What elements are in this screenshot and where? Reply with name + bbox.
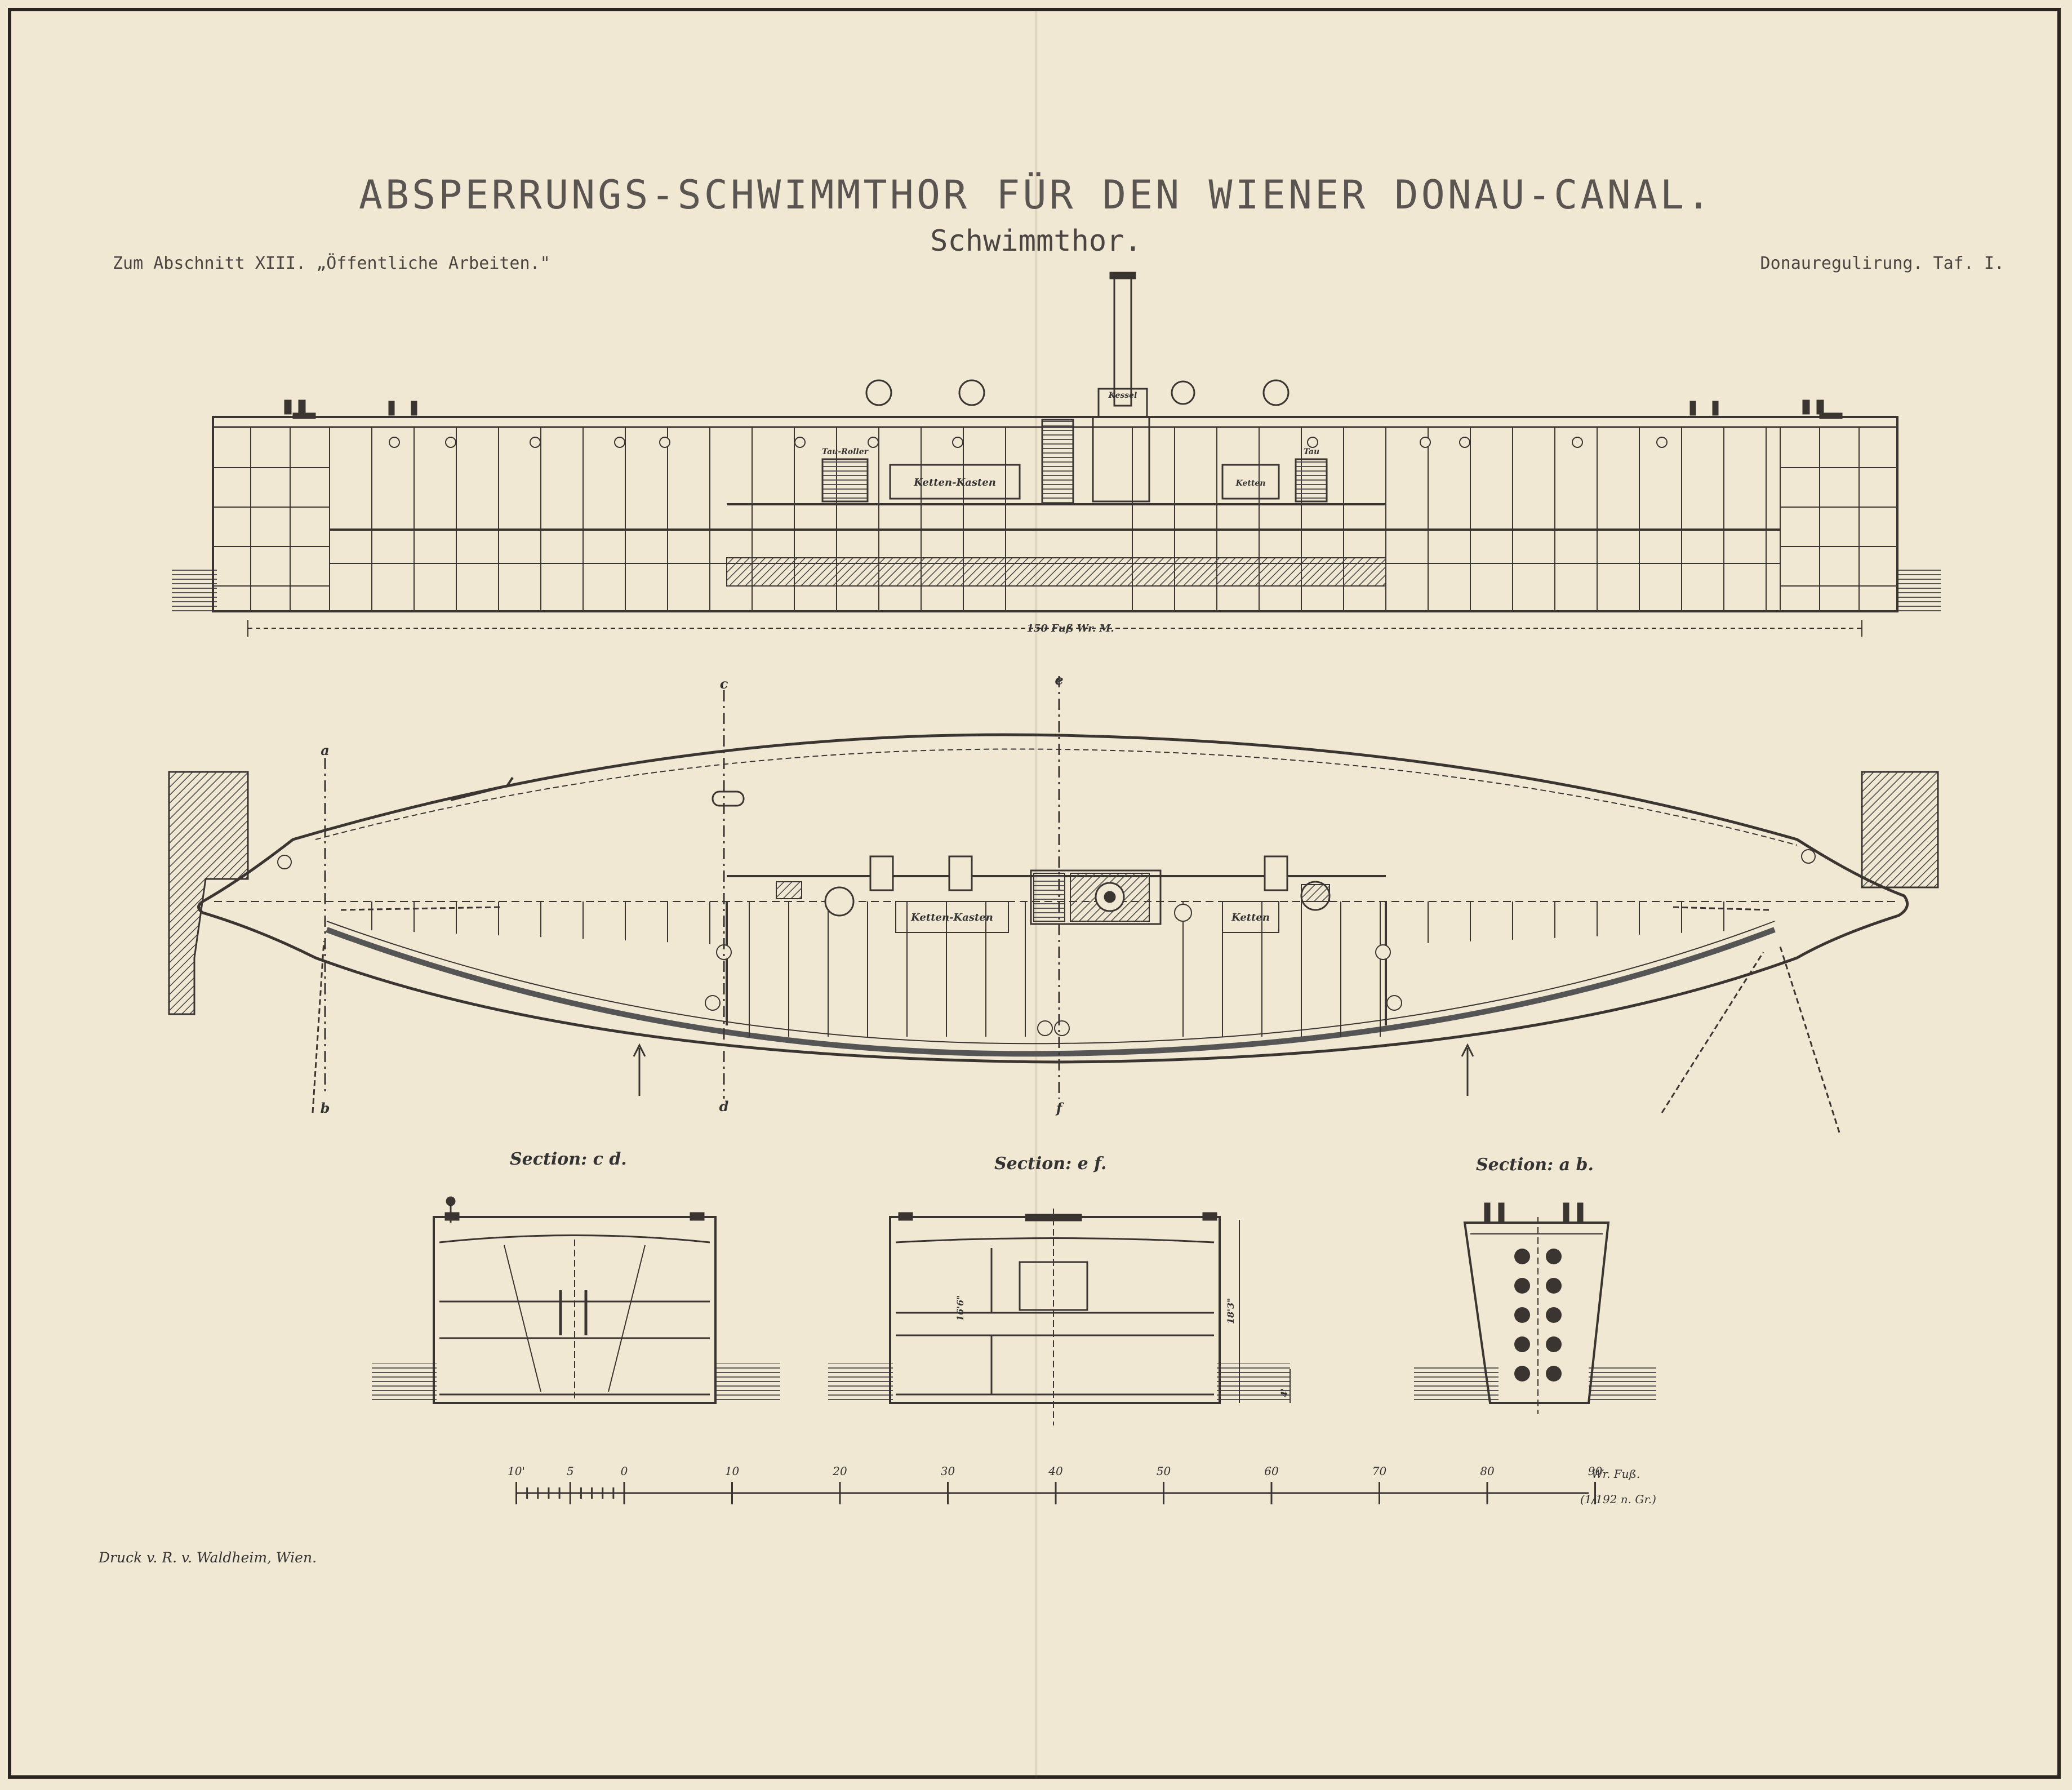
side-elevation: [172, 272, 1941, 637]
scale-unit: Wr. Fuß.: [1591, 1467, 1640, 1481]
winch-plan-2-icon: [948, 855, 973, 891]
scale-tick-label: 10: [725, 1464, 740, 1478]
section-ab: [1414, 1202, 1656, 1414]
plan-view: [168, 676, 1939, 1133]
label-ketten: Ketten: [1235, 479, 1266, 488]
label-ketten-kasten: Ketten-Kasten: [913, 477, 996, 488]
section-cd-title: Section: c d.: [510, 1149, 627, 1169]
chimney: [1113, 275, 1132, 407]
plate-title: ABSPERRUNGS-SCHWIMMTHOR FÜR DEN WIENER D…: [358, 172, 1714, 218]
header-plate-number: Donauregulirung. Taf. I.: [1760, 254, 2004, 273]
scale-tick-label: 50: [1157, 1464, 1171, 1478]
wheel-plan-1-icon: [824, 886, 855, 917]
label-tau-roller: Tau-Roller: [822, 447, 869, 456]
scale-tick-label: 70: [1372, 1464, 1387, 1478]
staircase: [1041, 419, 1074, 505]
cut-letter-e: e: [1055, 672, 1063, 688]
winch-3-icon: [1171, 380, 1195, 405]
scale-tick-label: 0: [621, 1464, 628, 1478]
scale-tick-label: 5: [567, 1464, 574, 1478]
scale-ratio: (1/192 n. Gr.): [1580, 1493, 1656, 1506]
scale-tick-label: 40: [1048, 1464, 1063, 1478]
winch-plan-1-icon: [869, 855, 894, 891]
cut-letter-b: b: [321, 1100, 330, 1116]
section-ef-title: Section: e f.: [994, 1154, 1107, 1174]
printer-credit: Druck v. R. v. Waldheim, Wien.: [99, 1549, 317, 1566]
cut-letter-d: d: [719, 1098, 729, 1114]
winch-plan-3-icon: [1264, 855, 1288, 891]
plate-border: [8, 8, 2061, 1779]
hull-plan-outline: [197, 733, 1909, 1064]
winch-2-icon: [958, 379, 985, 406]
scale-bar: [515, 1482, 1596, 1504]
boiler-room-plan: [1030, 869, 1162, 925]
dimension-label: 150 Fuß Wr. M.: [1026, 623, 1114, 634]
cut-letter-c: c: [720, 676, 728, 692]
abutment-right: [1861, 771, 1939, 889]
scale-tick-label: 90: [1588, 1464, 1603, 1478]
section-cut-lines: [324, 676, 1060, 1099]
winch-1-icon: [865, 379, 892, 406]
label-kessel: Kessel: [1108, 391, 1137, 400]
scale-tick-label: 30: [941, 1464, 955, 1478]
dim-16-6: 16'6": [955, 1295, 966, 1321]
plan-label-ketten-kasten: Ketten-Kasten: [910, 912, 993, 923]
section-ab-title: Section: a b.: [1476, 1155, 1594, 1175]
winch-4-icon: [1262, 379, 1290, 406]
label-tau: Tau: [1304, 447, 1319, 456]
plan-label-ketten: Ketten: [1231, 912, 1270, 923]
scale-tick-label: 10': [508, 1464, 525, 1478]
header-section-reference: Zum Abschnitt XIII. „Öffentliche Arbeite…: [113, 254, 550, 273]
section-cd: [372, 1196, 780, 1404]
section-ef: [828, 1209, 1291, 1425]
cut-letter-f: f: [1055, 1100, 1064, 1116]
boiler: [1092, 416, 1150, 503]
current-arrows: [312, 906, 1840, 1133]
anchor-fitting: [450, 776, 514, 801]
water-right: [1898, 566, 1941, 611]
scale-tick-label: 20: [832, 1464, 847, 1478]
dim-4: 4': [1279, 1388, 1290, 1397]
plate-subtitle: Schwimmthor.: [930, 224, 1142, 258]
dim-18-3: 18'3": [1225, 1298, 1236, 1324]
scale-tick-label: 60: [1264, 1464, 1279, 1478]
ballast-hatching: [726, 557, 1386, 587]
abutment-left: [168, 771, 249, 1015]
ketten-kasten-elevation: [889, 464, 1021, 500]
scale-tick-label: 80: [1480, 1464, 1495, 1478]
water-left: [172, 566, 217, 611]
hull-outline: [212, 416, 1898, 612]
cut-letter-a: a: [321, 742, 330, 758]
